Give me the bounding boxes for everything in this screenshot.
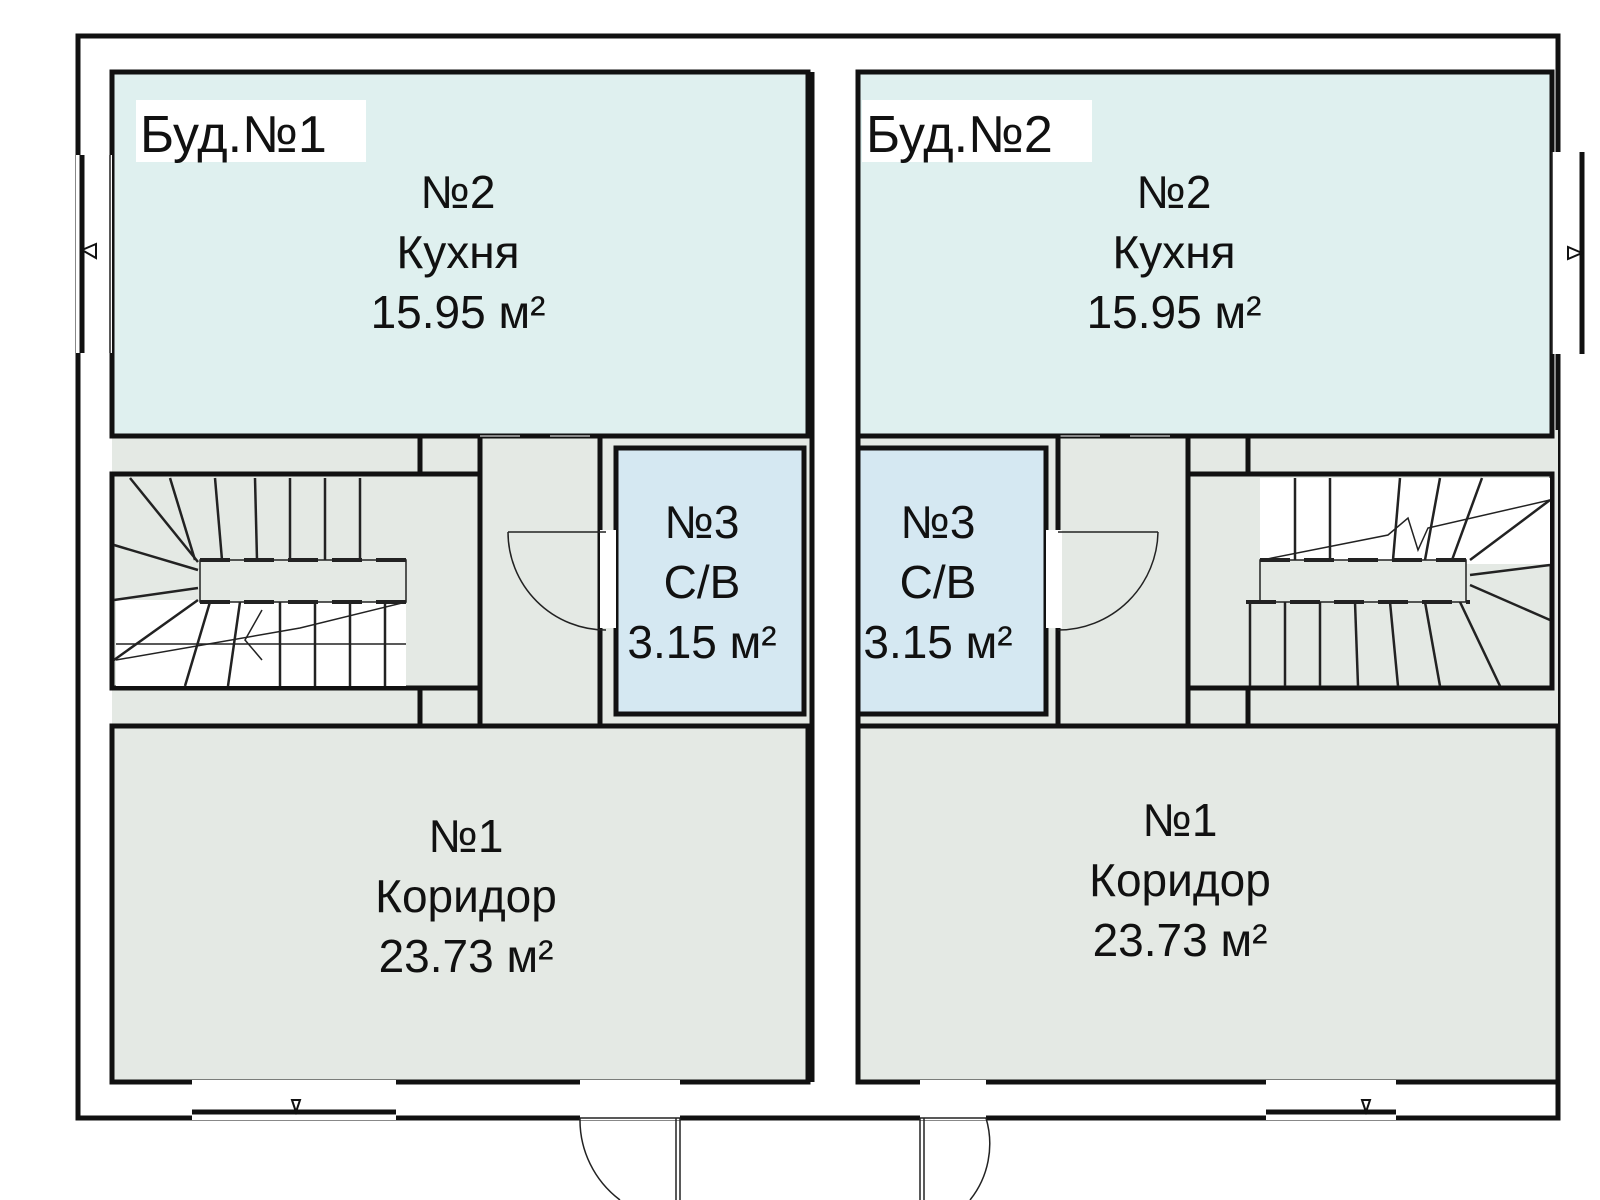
room-area: 15.95 м² (1087, 286, 1262, 338)
room-number: №1 (1143, 794, 1218, 846)
building-label-bg-1 (136, 100, 366, 162)
building-label-2: Буд.№2 (866, 106, 1053, 164)
room-area: 15.95 м² (371, 286, 546, 338)
room-name: Коридор (1089, 854, 1271, 906)
window-east-2 (1551, 152, 1585, 354)
room-name: Коридор (375, 870, 557, 922)
room-number: №3 (665, 496, 740, 548)
party-wall (812, 72, 858, 1082)
window-south-1 (192, 1080, 396, 1120)
room-number: №3 (901, 496, 976, 548)
entrance-door-1[interactable] (579, 1080, 681, 1200)
room-name: С/В (664, 556, 741, 608)
entrance-door-2[interactable] (919, 1080, 991, 1200)
room-area: 23.73 м² (379, 930, 554, 982)
building-2 (855, 69, 1585, 1200)
door-bathroom-1[interactable] (507, 531, 607, 631)
room-corridor-1[interactable] (109, 723, 811, 1085)
room-bathroom-2[interactable] (855, 445, 1049, 717)
building-label-1: Буд.№1 (140, 106, 327, 164)
window-west-1 (76, 155, 112, 353)
room-name: Кухня (396, 226, 519, 278)
window-south-2 (1266, 1080, 1396, 1120)
room-number: №2 (421, 166, 496, 218)
building-label-bg-2 (862, 100, 1092, 162)
stair-landing-1 (199, 559, 407, 603)
room-number: №2 (1137, 166, 1212, 218)
building-1 (76, 69, 815, 1200)
room-bathroom-1[interactable] (613, 445, 807, 717)
door-bathroom-2[interactable] (1057, 531, 1159, 631)
stair-landing-2 (1259, 559, 1467, 603)
room-area: 23.73 м² (1093, 914, 1268, 966)
room-area: 3.15 м² (627, 616, 776, 668)
room-number: №1 (429, 810, 504, 862)
room-area: 3.15 м² (863, 616, 1012, 668)
room-name: С/В (900, 556, 977, 608)
room-name: Кухня (1112, 226, 1235, 278)
